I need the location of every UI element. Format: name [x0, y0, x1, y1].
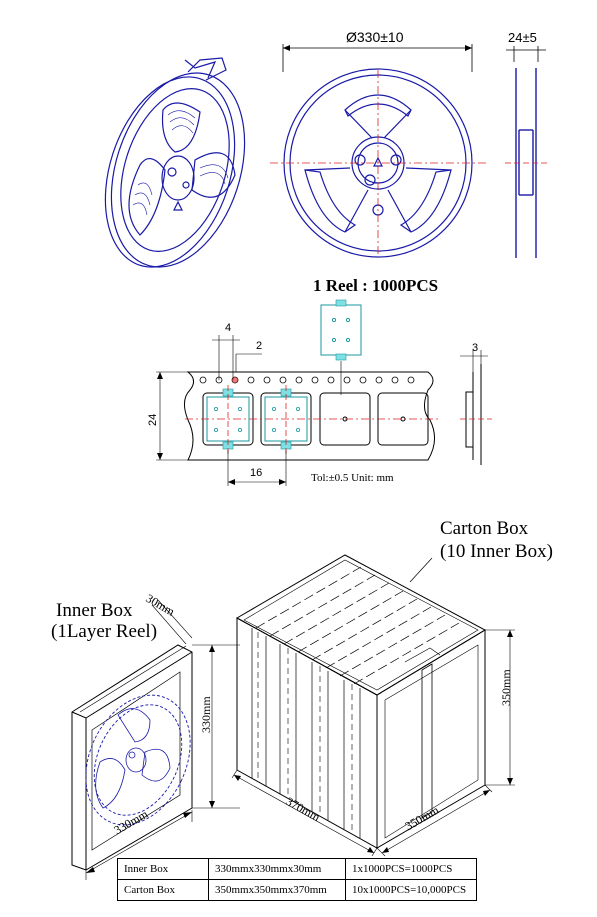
tape-side-view — [460, 350, 492, 465]
carton-box — [231, 554, 515, 857]
reel-front-view — [270, 44, 486, 258]
reel-diameter-label: Ø330±10 — [346, 29, 404, 45]
table-cell-size: 330mmx330mmx30mm — [208, 858, 346, 880]
packaging-spec-table: Inner Box 330mmx330mmx30mm 1x1000PCS=100… — [117, 858, 477, 901]
reel-width-label: 24±5 — [508, 30, 537, 45]
reel-3d-view — [104, 57, 246, 268]
table-cell-name: Inner Box — [117, 858, 209, 880]
table-row: Carton Box 350mmx350mmx370mm 10x1000PCS=… — [117, 879, 477, 901]
carrier-tape — [156, 335, 440, 486]
carton-height-label: 350mm — [499, 669, 513, 706]
reel-capacity-label: 1 Reel : 1000PCS — [313, 276, 439, 295]
carton-title: Carton Box — [440, 518, 529, 539]
reel-side-view — [505, 46, 548, 258]
table-cell-qty: 1x1000PCS=1000PCS — [345, 858, 477, 880]
carton-subtitle: (10 Inner Box) — [440, 541, 553, 562]
inner-title: Inner Box — [56, 600, 133, 621]
component-top-view — [320, 299, 362, 395]
table-row: Inner Box 330mmx330mmx30mm 1x1000PCS=100… — [117, 858, 477, 880]
tolerance-label: Tol:±0.5 Unit: mm — [311, 472, 394, 484]
dim-16-label: 16 — [250, 467, 263, 479]
table-cell-size: 350mmx350mmx370mm — [208, 879, 346, 901]
inner-subtitle: (1Layer Reel) — [51, 621, 158, 642]
dim-4-label: 4 — [225, 322, 232, 334]
inner-height-label: 330mm — [199, 696, 213, 733]
table-cell-qty: 10x1000PCS=10,000PCS — [345, 879, 477, 901]
table-cell-name: Carton Box — [117, 879, 209, 901]
dim-24-label: 24 — [147, 413, 159, 426]
dim-2-label: 2 — [256, 340, 263, 352]
inner-box — [71, 599, 240, 880]
dim-3-label: 3 — [472, 342, 479, 354]
